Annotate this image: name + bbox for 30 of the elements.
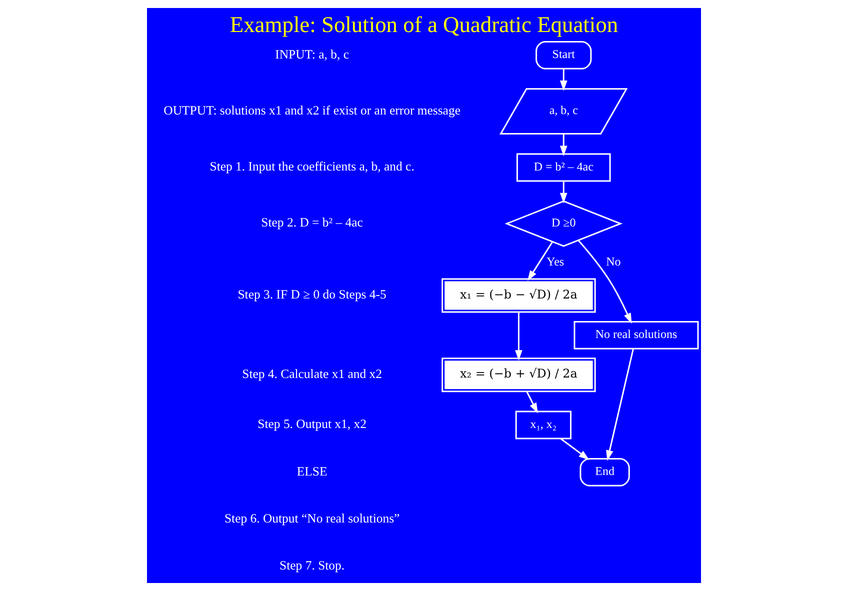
arrow xyxy=(515,312,522,361)
arrow xyxy=(578,240,632,324)
label: INPUT: a, b, c xyxy=(275,47,350,62)
node-box: D = b² – 4ac xyxy=(516,153,611,182)
label: Step 4. Calculate x1 and x2 xyxy=(242,366,382,381)
label: Step 1. Input the coefficients a, b, and c. xyxy=(210,160,414,174)
label: ELSE xyxy=(296,464,328,478)
arrow xyxy=(560,134,568,156)
node-box: x₂ = (−b + √D) / 2a xyxy=(442,358,596,392)
diagram-title: Example: Solution of a Quadratic Equation xyxy=(230,12,618,37)
arrow xyxy=(528,241,554,281)
label: Step 2. D = b² – 4ac xyxy=(261,216,363,230)
label: Step 3. IF D ≥ 0 do Steps 4-5 xyxy=(238,288,386,302)
arrow xyxy=(526,391,538,414)
node-diamond: D ≥0 xyxy=(504,200,623,247)
edge-label: Yes xyxy=(546,254,564,268)
node-box: x₁ = (−b − √D) / 2a xyxy=(442,278,596,313)
edge-label: No xyxy=(606,254,621,268)
label: OUTPUT: solutions x1 and x2 if exist or an error message xyxy=(164,103,460,118)
label: Step 7. Stop. xyxy=(280,558,345,573)
arrow xyxy=(606,348,634,461)
node-box: No real solutions xyxy=(574,320,699,350)
label: Step 6. Output “No real solutions” xyxy=(224,511,400,526)
label: Step 5. Output x1, x2 xyxy=(258,417,366,432)
node-box: Start xyxy=(536,40,592,70)
arrow xyxy=(560,181,568,204)
arrow xyxy=(560,68,568,92)
node-box: End xyxy=(580,458,630,486)
arrow xyxy=(560,438,590,460)
node-box: x₁, x₂ xyxy=(515,410,572,440)
